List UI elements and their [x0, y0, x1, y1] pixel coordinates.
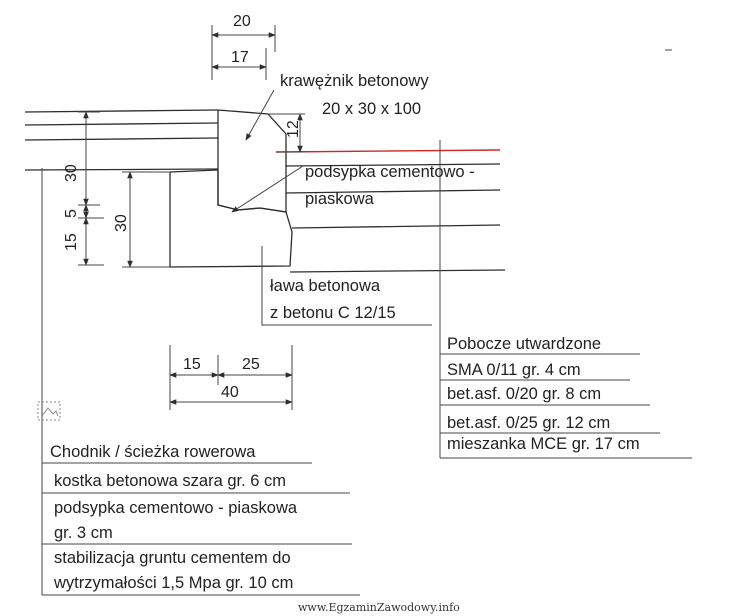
dim-bench-25: 25: [242, 356, 260, 373]
sidewalk-layer-3-line1: stabilizacja gruntu cementem do: [54, 549, 291, 567]
site-watermark: www.EgzaminZawodowy.info: [298, 601, 460, 614]
component-labels: krawężnik betonowy 20 x 30 x 100 podsypk…: [270, 72, 475, 322]
sidewalk-layer-2-line2: gr. 3 cm: [54, 524, 113, 542]
dim-curb-width: 20: [233, 13, 251, 30]
road-layer-line-4: [289, 269, 506, 273]
bench-label-line1: ława betonowa: [270, 277, 381, 295]
sidewalk-layer-1: kostka betonowa szara gr. 6 cm: [54, 472, 286, 490]
road-surface-line: [275, 149, 501, 153]
dim-total-left-height: 30: [63, 164, 80, 182]
sidewalk-layer-line-3: [24, 137, 219, 141]
concrete-bench-outline: [169, 170, 293, 268]
dim-curb-body: 17: [231, 49, 249, 66]
curb-label-leader: [245, 89, 275, 141]
bedding-label-line1: podsypka cementowo -: [305, 163, 475, 181]
road-layer-line-2: [285, 189, 501, 194]
sidewalk-layer-line-4: [24, 168, 219, 171]
shoulder-layer-2: bet.asf. 0/20 gr. 8 cm: [447, 385, 601, 403]
dimension-lines: [78, 25, 305, 410]
image-placeholder-icon: [37, 401, 61, 421]
sidewalk-layer-line-2: [24, 122, 219, 126]
road-layer-line-1: [285, 163, 501, 167]
curb-outline: [217, 109, 287, 213]
dimension-texts: 20 17 12 30 5 15 30 15 25 40: [63, 13, 302, 401]
dim-curb-reveal: 12: [285, 120, 302, 138]
road-layer-line-3: [291, 224, 501, 229]
sidewalk-layer-3-line2: wytrzymałości 1,5 Mpa gr. 10 cm: [53, 574, 293, 592]
curb-size-label: 20 x 30 x 100: [322, 100, 421, 118]
dim-bench-height: 30: [113, 214, 130, 232]
shoulder-layer-4: mieszanka MCE gr. 17 cm: [447, 435, 640, 453]
sidewalk-layer-line-1: [24, 109, 219, 113]
bedding-label-leader: [231, 165, 304, 213]
dim-layer-15: 15: [63, 233, 80, 251]
sidewalk-title: Chodnik / ścieżka rowerowa: [50, 443, 256, 461]
bench-label-line2: z betonu C 12/15: [270, 304, 396, 322]
bench-inner-step: [169, 169, 219, 173]
shoulder-layer-3: bet.asf. 0/25 gr. 12 cm: [447, 414, 610, 432]
shoulder-legend: Pobocze utwardzone SMA 0/11 gr. 4 cm bet…: [440, 335, 692, 459]
label-leaders: [231, 89, 432, 326]
curb-title-label: krawężnik betonowy: [280, 72, 429, 90]
shoulder-layer-1: SMA 0/11 gr. 4 cm: [447, 361, 581, 379]
shoulder-title: Pobocze utwardzone: [447, 335, 601, 353]
bedding-label-line2: piaskowa: [305, 190, 375, 208]
dim-layer-5: 5: [63, 209, 80, 218]
dim-bench-total: 40: [221, 384, 239, 401]
sidewalk-layer-2-line1: podsypka cementowo - piaskowa: [54, 499, 298, 517]
dim-bench-15: 15: [183, 356, 201, 373]
sidewalk-legend: Chodnik / ścieżka rowerowa kostka betono…: [42, 443, 360, 596]
